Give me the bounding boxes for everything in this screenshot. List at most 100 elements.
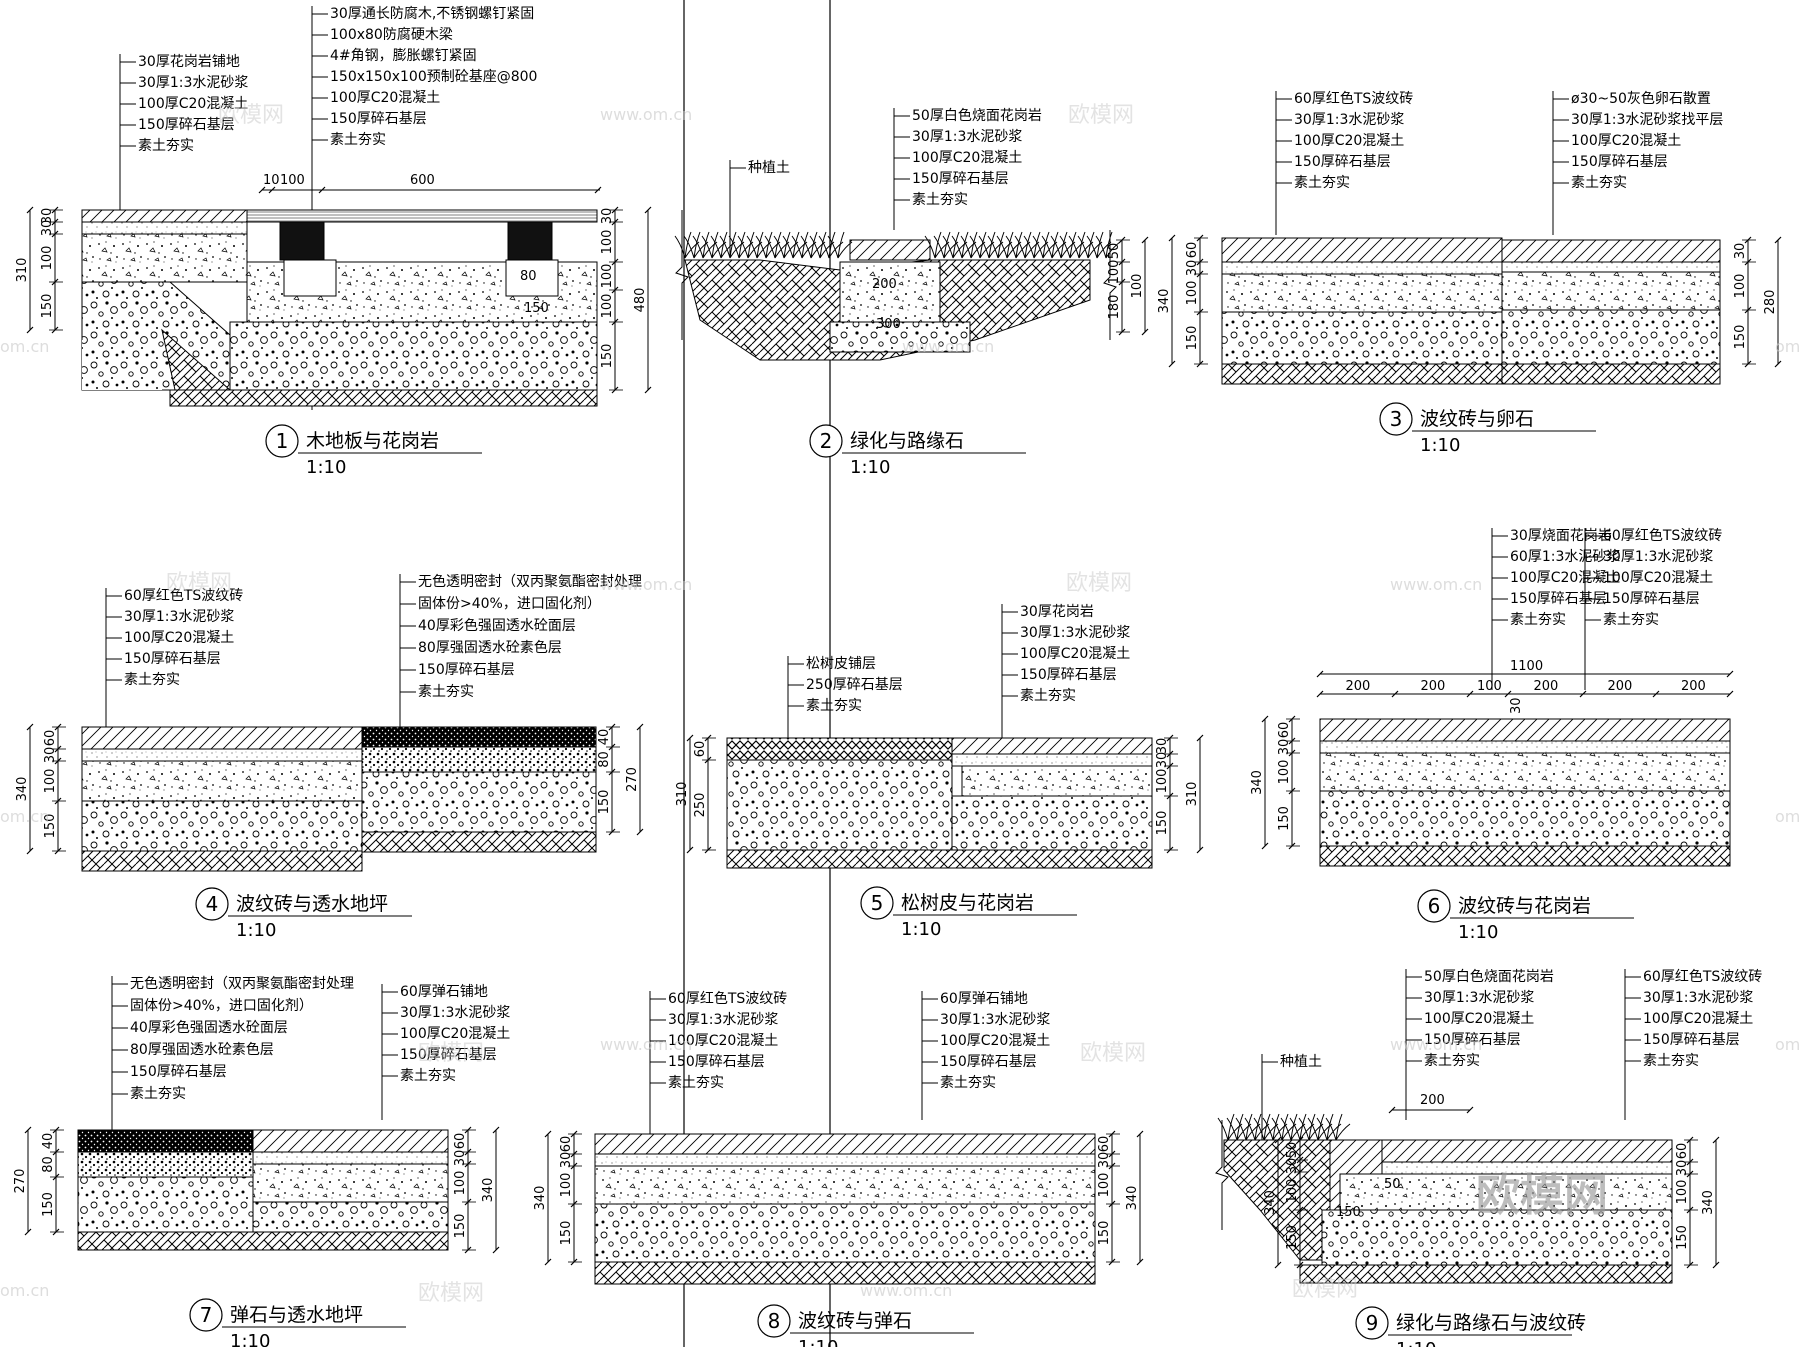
layer-label: 30厚花岗岩	[1020, 604, 1094, 620]
leader-label-group: 30厚通长防腐木,不锈钢螺钉紧固100x80防腐硬木梁4#角钢，膨胀螺钉紧固15…	[311, 5, 537, 410]
dim-tick	[1686, 1158, 1694, 1166]
dim-tick	[51, 326, 59, 334]
detail-title: 绿化与路缘石与波纹砖	[1396, 1312, 1586, 1334]
dim-value: 60	[559, 1136, 574, 1153]
dim-tick	[1196, 308, 1204, 316]
layer-label: 30厚1:3水泥砂浆	[1643, 990, 1753, 1006]
layer-label: 150厚碎石基层	[1510, 590, 1607, 607]
layer-label: 60厚红色TS波纹砖	[1603, 527, 1722, 544]
detail-number: 9	[1366, 1311, 1379, 1335]
dim-value: 30	[1155, 738, 1170, 755]
dim-tick	[704, 734, 712, 742]
detail-number-circle	[809, 424, 843, 458]
dim-value: 100	[1185, 281, 1200, 306]
dim-tick	[1686, 1261, 1694, 1269]
dim-tick	[1196, 234, 1204, 242]
layer-label: 150厚碎石基层	[940, 1053, 1037, 1070]
dim-tick	[1466, 1106, 1474, 1114]
dim-tick	[1166, 846, 1174, 854]
watermark-brand: 欧模网	[218, 103, 284, 128]
dim-value: 60	[1185, 242, 1200, 259]
dim-tick	[1274, 1136, 1282, 1144]
dim-tick	[608, 828, 616, 836]
layer-label: 100厚C20混凝土	[668, 1033, 778, 1049]
detail-title: 波纹砖与卵石	[1420, 408, 1534, 430]
dim-tick	[52, 1148, 60, 1156]
watermark-url-partial: om.cn	[0, 337, 49, 356]
grass-blade	[674, 231, 700, 259]
dim-tick	[52, 1228, 60, 1236]
soil-layer	[1319, 845, 1731, 867]
layer-label: 150厚碎石基层	[130, 1063, 227, 1080]
dim-tick	[636, 828, 644, 836]
dim-tick	[464, 1246, 472, 1254]
layer-label: 50厚白色烧面花岗岩	[912, 107, 1042, 124]
detail-number-circle	[265, 424, 299, 458]
layer-label: 150厚碎石基层	[1571, 153, 1668, 170]
dim-value: 150	[1675, 1225, 1690, 1250]
grass-symbol	[674, 231, 853, 259]
layer-label: 100厚C20混凝土	[124, 630, 234, 646]
detail-scale: 1:10	[236, 920, 276, 941]
precast-base	[505, 259, 559, 297]
detail-number: 1	[276, 429, 289, 453]
detail-scale: 1:10	[798, 1337, 838, 1347]
concrete-layer	[839, 261, 941, 323]
layer-label: 素土夯实	[912, 192, 968, 208]
layer-label: 100厚C20混凝土	[1020, 646, 1130, 662]
dim-value: 30	[40, 208, 55, 225]
dim-value: 150	[1277, 806, 1292, 831]
watermark-url: www.om.cn	[600, 1035, 692, 1054]
dim-value: 30	[1185, 260, 1200, 277]
detail-4: 60厚红色TS波纹砖30厚1:3水泥砂浆100厚C20混凝土150厚碎石基层素土…	[15, 573, 644, 941]
dim-tick	[54, 797, 62, 805]
dim-tick	[1136, 1130, 1144, 1138]
dim-tick	[704, 756, 712, 764]
layer-label: 50厚白色烧面花岗岩	[1424, 968, 1554, 985]
dim-tick	[1168, 234, 1176, 242]
dim-value: 30	[559, 1152, 574, 1169]
cobble-layer	[252, 1129, 449, 1153]
dim-tick	[544, 1258, 552, 1266]
dim-tick	[1744, 258, 1752, 266]
dim-tick	[54, 847, 62, 855]
dim-tick	[686, 734, 694, 742]
layer-label: 150厚碎石基层	[400, 1046, 497, 1063]
dim-value: 80	[41, 1156, 56, 1173]
layer-label: 素土夯实	[330, 132, 386, 148]
detail-caption: 9绿化与路缘石与波纹砖1:10	[1355, 1306, 1586, 1347]
dim-value: 40	[41, 1133, 56, 1150]
dim-value: 60	[693, 741, 708, 758]
dim-value: 30	[1509, 697, 1524, 714]
dim-value: 100	[1155, 769, 1170, 794]
dim-tick	[570, 1258, 578, 1266]
permeable-top-layer	[361, 726, 597, 748]
dim-value: 60	[1277, 722, 1292, 739]
dim-tick	[1504, 690, 1512, 698]
dim-tick	[1296, 1206, 1304, 1214]
layer-label: 150厚碎石基层	[668, 1053, 765, 1070]
layer-label: 素土夯实	[806, 698, 862, 714]
dim-value: 200	[1421, 679, 1446, 694]
watermark-url: www.om.cn	[1390, 575, 1482, 594]
gravel-layer	[951, 795, 1153, 851]
watermark-url-partial: om.cn	[1775, 337, 1800, 356]
layer-label: 100x80防腐硬木梁	[330, 26, 453, 43]
dim-value: 60	[453, 1133, 468, 1150]
dim-value: 150	[1285, 1225, 1300, 1250]
dim-value: 150	[1185, 326, 1200, 351]
dim-total: 340	[1263, 1190, 1278, 1215]
layer-label: 30厚1:3水泥砂浆找平层	[1571, 112, 1723, 128]
dim-tick	[1288, 737, 1296, 745]
soil-layer	[1501, 363, 1721, 385]
dim-tick	[51, 206, 59, 214]
dim-value: 100	[559, 1173, 574, 1198]
layer-label: 60厚红色TS波纹砖	[1294, 90, 1413, 107]
layer-label: 素土夯实	[1510, 612, 1566, 628]
dim-tick	[1196, 258, 1204, 266]
dim-tick	[570, 1150, 578, 1158]
layer-label: 30厚1:3水泥砂浆	[1294, 112, 1404, 128]
